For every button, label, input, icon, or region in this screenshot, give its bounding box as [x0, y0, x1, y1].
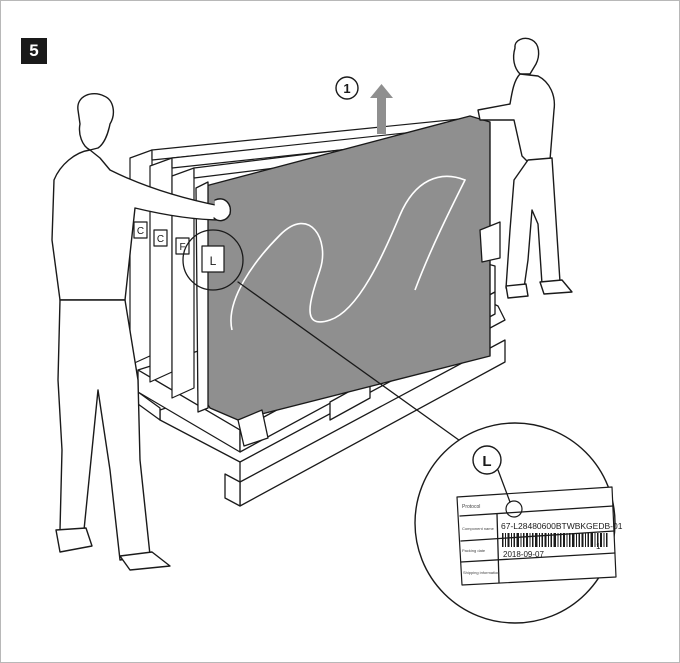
label-highlight-circle	[182, 229, 244, 291]
label-col-rule	[496, 513, 500, 584]
person-right	[477, 37, 573, 299]
label-mark-circle	[505, 500, 523, 518]
callout-pointer	[497, 469, 511, 503]
person-left-torso	[51, 149, 223, 301]
label-date: 2018-09-07	[503, 550, 544, 559]
label-rule-3	[460, 552, 616, 563]
lift-arrow-shaft	[377, 96, 386, 134]
person-left	[51, 92, 232, 571]
tv-label-letter: L	[210, 254, 217, 268]
panel-label-3	[175, 237, 190, 255]
magnifier-callout-letter: L	[482, 453, 491, 470]
label-qty: 1	[596, 542, 601, 551]
person-left-head	[77, 92, 115, 151]
person-left-hand	[213, 198, 232, 222]
corner-protector-bottom	[237, 409, 269, 447]
label-header: Protocol	[462, 504, 480, 510]
label-footer: Shipping information	[463, 570, 499, 575]
magnifier: Protocol Component name 67-L28480600BTWB…	[414, 422, 623, 624]
tv-edge	[195, 181, 209, 413]
film-reflection	[230, 175, 467, 331]
tv-panel: L	[182, 115, 501, 447]
label-code: 67-L28480600BTWBKGEDB-01	[501, 521, 623, 531]
person-right-shoe-1	[505, 283, 529, 299]
panel-back-3-edge	[171, 167, 195, 399]
panel-letter-2: C	[157, 234, 164, 245]
magnifier-callout-circle	[472, 445, 502, 475]
label-rule-1	[459, 505, 614, 517]
arrow-callout-circle	[335, 76, 359, 100]
panel-label-1	[133, 221, 148, 239]
panel-label-2	[153, 229, 168, 247]
label-field2: Packing date	[462, 548, 486, 553]
label-field1: Component name	[462, 526, 495, 531]
lift-arrow: 1	[335, 76, 393, 134]
person-right-legs	[505, 157, 561, 289]
tv-label	[201, 245, 225, 273]
person-left-shoe-1	[55, 527, 93, 553]
label-barcode	[502, 533, 608, 547]
corner-protector-right	[479, 221, 501, 263]
person-right-head	[512, 37, 540, 75]
step-number-badge: 5	[21, 38, 47, 64]
panel-letter-3: F	[179, 242, 185, 253]
lift-arrow-head	[370, 84, 393, 98]
person-right-torso	[477, 73, 556, 165]
person-left-legs	[57, 299, 151, 561]
arrow-callout-number: 1	[343, 81, 350, 96]
person-left-shoe-2	[119, 551, 171, 571]
magnifier-leader-line	[237, 281, 471, 449]
person-right-shoe-2	[539, 279, 573, 295]
pallet-runner-side	[224, 473, 241, 507]
panel-letter-1: C	[137, 226, 144, 237]
